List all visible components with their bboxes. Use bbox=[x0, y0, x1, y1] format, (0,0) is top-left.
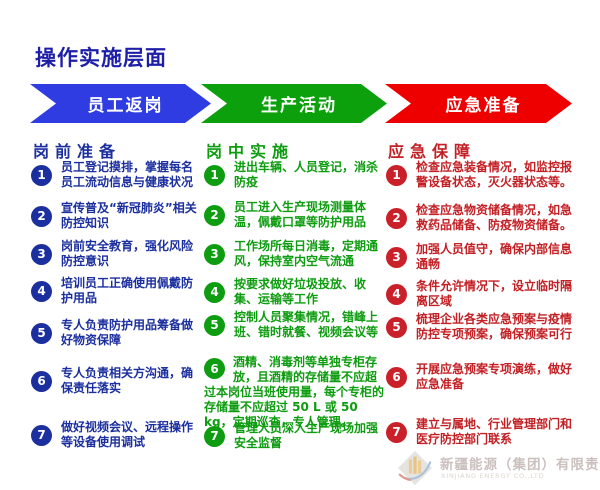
item-number-badge: 5 bbox=[204, 314, 225, 336]
item-text: 按要求做好垃圾投放、收集、运输等工作 bbox=[234, 277, 367, 306]
list-item: 4 培训员工正确使用佩戴防护用品 bbox=[31, 276, 197, 306]
item-number-badge: 1 bbox=[386, 164, 407, 186]
item-text: 员工登记摸排，掌握每名员工流动信息与健康状况 bbox=[61, 160, 194, 189]
item-number-badge: 6 bbox=[204, 358, 225, 379]
item-text: 检查应急物资储备情况，如急救药品储备、防疫物资储备。 bbox=[416, 203, 573, 232]
item-text: 条件允许情况下，设立临时隔离区域 bbox=[416, 279, 573, 308]
footer-company-name: 新疆能源（集团）有限责任公司 bbox=[440, 457, 600, 473]
list-item: 1 员工登记摸排，掌握每名员工流动信息与健康状况 bbox=[31, 160, 197, 190]
item-number-badge: 4 bbox=[204, 281, 225, 303]
item-text: 进出车辆、人员登记，消杀防疫 bbox=[234, 160, 379, 189]
item-number-badge: 1 bbox=[31, 164, 52, 186]
footer-watermark: 新疆能源（集团）有限责任公司 XINJIANG ENERGY CO.,LTD bbox=[396, 448, 600, 490]
list-item: 3 岗前安全教育，强化风险防控意识 bbox=[31, 239, 197, 269]
list-item: 7 管理人员深入生产现场加强安全监督 bbox=[204, 421, 385, 451]
item-text: 梳理企业各类应急预案与疫情防控专项预案，确保预案可行 bbox=[416, 312, 573, 341]
item-number-badge: 5 bbox=[31, 322, 52, 344]
item-text: 岗前安全教育，强化风险防控意识 bbox=[61, 239, 194, 268]
stage-arrow-emergency-preparation: 应急准备 bbox=[385, 84, 572, 123]
stage-arrow-label: 应急准备 bbox=[445, 96, 522, 116]
stage-arrow-label: 生产活动 bbox=[261, 96, 337, 116]
xinjiang-energy-logo-icon bbox=[397, 450, 433, 486]
item-number-badge: 2 bbox=[386, 207, 407, 229]
list-item: 2 检查应急物资储备情况，如急救药品储备、防疫物资储备。 bbox=[386, 203, 577, 233]
item-text: 控制人员聚集情况，错峰上班、错时就餐、视频会议等 bbox=[234, 310, 379, 339]
item-number-badge: 7 bbox=[204, 425, 225, 447]
item-text: 培训员工正确使用佩戴防护用品 bbox=[61, 276, 194, 305]
item-number-badge: 5 bbox=[386, 316, 407, 338]
item-text: 工作场所每日消毒，定期通风，保持室内空气流通 bbox=[234, 239, 379, 268]
item-text: 酒精、消毒剂等单独专柜存放，且酒精的存储量不应超过本岗位当班使用量，每个专柜的存… bbox=[204, 355, 385, 429]
item-text: 检查应急装备情况，如监控报警设备状态，灭火器状态等。 bbox=[416, 160, 573, 189]
item-text: 员工进入生产现场测量体温，佩戴口罩等防护用品 bbox=[234, 200, 367, 229]
item-text: 建立与属地、行业管理部门和医疗防控部门联系 bbox=[416, 417, 573, 446]
list-item: 5 梳理企业各类应急预案与疫情防控专项预案，确保预案可行 bbox=[386, 312, 577, 342]
list-item: 6 酒精、消毒剂等单独专柜存放，且酒精的存储量不应超过本岗位当班使用量，每个专柜… bbox=[204, 355, 385, 430]
list-item: 6 开展应急预案专项演练，做好应急准备 bbox=[386, 362, 577, 392]
list-item: 4 条件允许情况下，设立临时隔离区域 bbox=[386, 279, 577, 309]
list-item: 1 检查应急装备情况，如监控报警设备状态，灭火器状态等。 bbox=[386, 160, 577, 190]
stage-arrow-production-activity: 生产活动 bbox=[201, 84, 387, 123]
item-text: 专人负责相关方沟通，确保责任落实 bbox=[61, 366, 194, 395]
item-text: 开展应急预案专项演练，做好应急准备 bbox=[416, 362, 573, 391]
list-item: 5 专人负责防护用品筹备做好物资保障 bbox=[31, 318, 197, 348]
item-number-badge: 2 bbox=[204, 204, 225, 226]
column-header: 应急保障 bbox=[388, 142, 477, 161]
item-number-badge: 4 bbox=[31, 280, 52, 302]
column-header: 岗前准备 bbox=[33, 142, 122, 161]
list-item: 4 按要求做好垃圾投放、收集、运输等工作 bbox=[204, 277, 385, 307]
list-item: 2 员工进入生产现场测量体温，佩戴口罩等防护用品 bbox=[204, 200, 385, 230]
item-number-badge: 4 bbox=[386, 283, 407, 305]
footer-company-name-en: XINJIANG ENERGY CO.,LTD bbox=[441, 472, 545, 480]
item-text: 专人负责防护用品筹备做好物资保障 bbox=[61, 318, 194, 347]
list-item: 7 建立与属地、行业管理部门和医疗防控部门联系 bbox=[386, 417, 577, 447]
list-item: 3 加强人员值守，确保内部信息通畅 bbox=[386, 242, 577, 272]
item-number-badge: 7 bbox=[31, 424, 52, 446]
item-text: 做好视频会议、远程操作等设备使用调试 bbox=[61, 420, 194, 449]
stage-arrow-label: 员工返岗 bbox=[87, 96, 164, 116]
list-item: 2 宣传普及“新冠肺炎”相关防控知识 bbox=[31, 201, 197, 231]
item-number-badge: 7 bbox=[386, 421, 407, 443]
list-item: 7 做好视频会议、远程操作等设备使用调试 bbox=[31, 420, 197, 450]
item-number-badge: 6 bbox=[31, 370, 52, 392]
list-item: 6 专人负责相关方沟通，确保责任落实 bbox=[31, 366, 197, 396]
stage-arrow-employee-return: 员工返岗 bbox=[30, 84, 211, 123]
list-item: 5 控制人员聚集情况，错峰上班、错时就餐、视频会议等 bbox=[204, 310, 385, 340]
item-number-badge: 3 bbox=[386, 246, 407, 268]
item-number-badge: 1 bbox=[204, 164, 225, 186]
item-number-badge: 3 bbox=[204, 243, 225, 265]
item-number-badge: 3 bbox=[31, 243, 52, 265]
column-header: 岗中实施 bbox=[206, 142, 295, 161]
item-number-badge: 2 bbox=[31, 205, 52, 227]
item-text: 宣传普及“新冠肺炎”相关防控知识 bbox=[61, 201, 197, 230]
item-text: 管理人员深入生产现场加强安全监督 bbox=[234, 421, 379, 450]
list-item: 1 进出车辆、人员登记，消杀防疫 bbox=[204, 160, 385, 190]
page-title: 操作实施层面 bbox=[35, 46, 167, 70]
list-item: 3 工作场所每日消毒，定期通风，保持室内空气流通 bbox=[204, 239, 385, 269]
item-number-badge: 6 bbox=[386, 366, 407, 388]
item-text: 加强人员值守，确保内部信息通畅 bbox=[416, 242, 573, 271]
